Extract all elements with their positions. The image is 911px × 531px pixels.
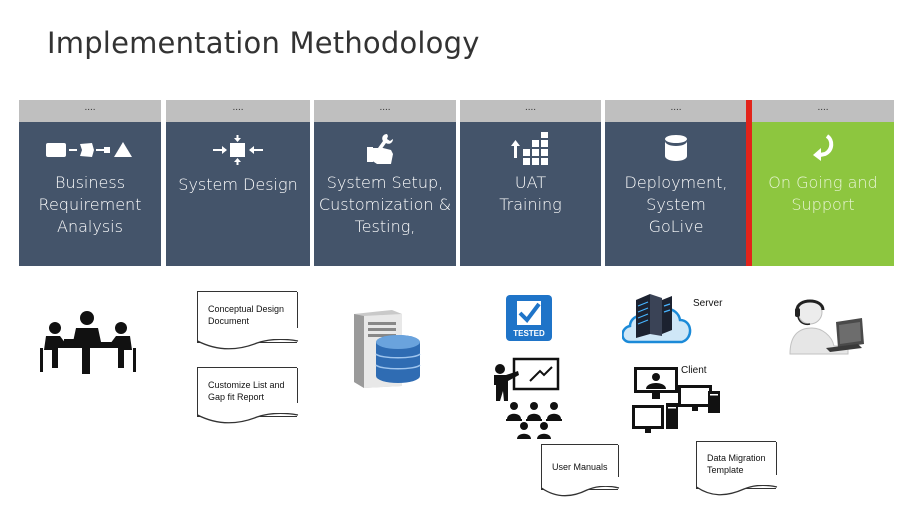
phase-tab: .... [460,100,601,122]
phase-label: System Design [178,175,298,194]
phase-label: Business Requirement Analysis [38,173,142,236]
phase-label: System Setup, Customization & Testing, [318,173,452,236]
user-manuals-document: User Manuals [541,444,620,497]
gap-fit-report-document: Customize List and Gap fit Report [197,367,299,424]
conceptual-design-label: Conceptual Design Document [208,304,285,326]
server-database-icon [350,308,425,395]
process-flow-icon [19,136,161,164]
phase-business-requirement-analysis: .... Business Requirement Analysis [19,100,161,266]
gap-fit-label: Customize List and Gap fit Report [208,380,285,402]
phase-uat-training: .... UAT Training [460,100,601,266]
phase-system-design: .... System Design [166,100,310,266]
phase-ongoing-support: .... On Going and Support [752,100,894,266]
phase-label: Deployment, System GoLive [624,173,728,236]
user-manuals-label: User Manuals [552,462,608,472]
phase-system-setup: .... System Setup, Customization & Testi… [314,100,456,266]
return-arrow-icon [752,134,894,162]
page-title: Implementation Methodology [47,26,480,60]
phase-tab: .... [752,100,894,122]
database-icon [605,134,747,162]
phase-label: On Going and Support [768,173,878,214]
client-computers-icon [632,367,724,444]
support-agent-icon [788,292,868,369]
phase-tab: .... [314,100,456,122]
data-migration-label: Data Migration Template [707,453,766,475]
tested-badge-label: TESTED [513,329,545,338]
server-cloud-icon [621,290,694,353]
training-presentation-icon [490,357,580,447]
phase-divider [746,100,752,266]
phase-tab: .... [19,100,161,122]
client-label: Client [681,365,707,376]
meeting-icon [38,298,138,383]
server-label: Server [693,298,723,309]
phase-deployment: .... Deployment, System GoLive [605,100,747,266]
conceptual-design-document: Conceptual Design Document [197,291,299,350]
hand-wrench-icon [314,132,456,166]
ascending-blocks-icon [460,132,601,166]
phase-tab: .... [166,100,310,122]
tested-badge: TESTED [506,295,552,346]
phase-tab: .... [605,100,747,122]
arrows-to-center-icon [166,135,310,165]
phase-label: UAT Training [499,173,562,214]
data-migration-template-document: Data Migration Template [696,441,778,496]
